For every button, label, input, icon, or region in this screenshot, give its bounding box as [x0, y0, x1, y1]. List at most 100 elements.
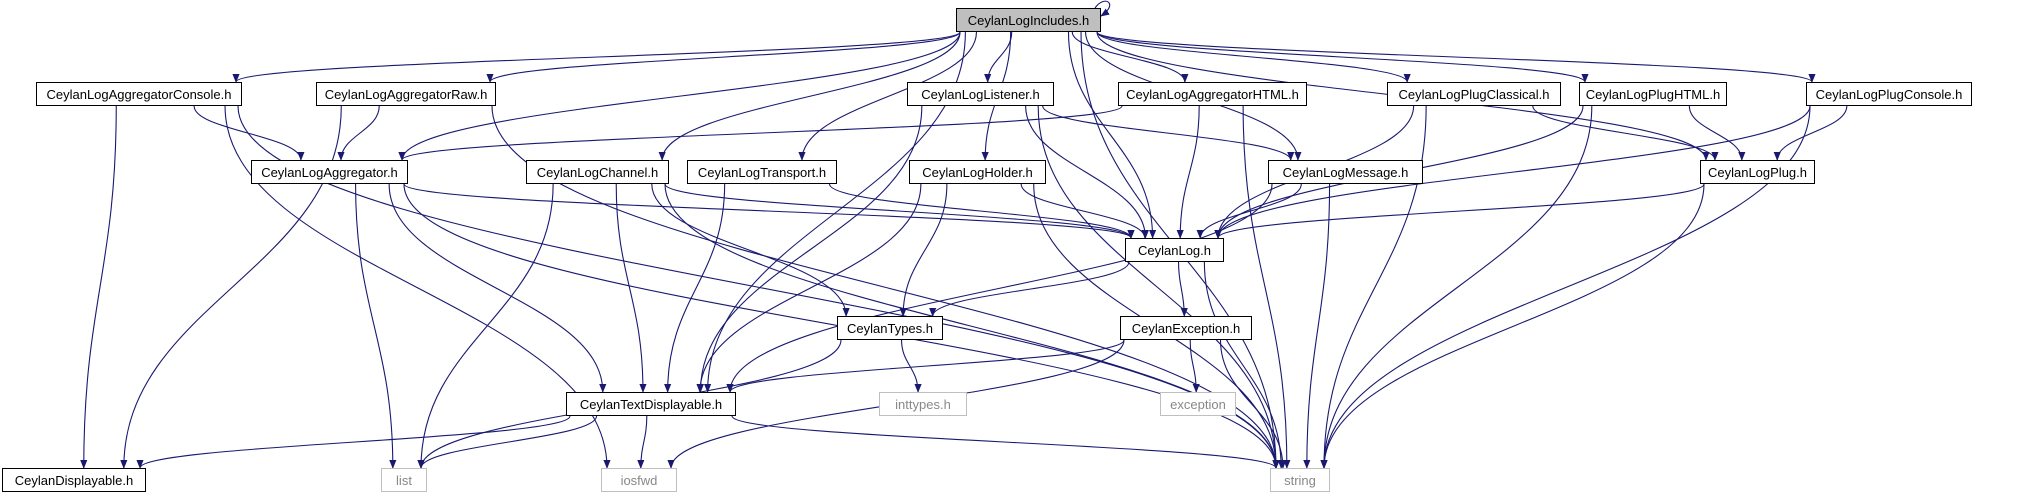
node-label: list [396, 472, 412, 488]
node-label: inttypes.h [895, 396, 951, 412]
node-ceylan-log-holder[interactable]: CeylanLogHolder.h [909, 160, 1046, 184]
edge-root-to-plugConsole [1096, 31, 1816, 83]
node-label: CeylanLog.h [1138, 242, 1211, 258]
node-ceylan-log-aggregator-console[interactable]: CeylanLogAggregatorConsole.h [36, 82, 242, 106]
edge-exception-to-string [1219, 339, 1287, 469]
edge-channel-to-list [417, 183, 554, 469]
node-ceylan-log-transport[interactable]: CeylanLogTransport.h [687, 160, 837, 184]
node-ceylan-log[interactable]: CeylanLog.h [1125, 238, 1224, 262]
node-label: CeylanTypes.h [847, 320, 933, 336]
node-label: CeylanLogAggregatorConsole.h [46, 86, 232, 102]
edge-plug-to-log [1214, 183, 1705, 239]
node-label: CeylanLogHolder.h [922, 164, 1033, 180]
node-label: CeylanLogChannel.h [536, 164, 659, 180]
edge-textDisplayable-to-string [731, 415, 1280, 469]
edge-listener-to-string [1037, 105, 1280, 469]
edge-log-to-exception [1177, 261, 1188, 317]
node-ceylan-log-aggregator-html[interactable]: CeylanLogAggregatorHTML.h [1118, 82, 1307, 106]
edge-plugConsole-to-plug [1773, 105, 1848, 161]
node-label: CeylanLogPlugHTML.h [1585, 86, 1721, 102]
edge-plugHTML-to-plug [1688, 105, 1746, 161]
node-ceylan-types[interactable]: CeylanTypes.h [837, 316, 943, 340]
node-ceylan-log-plug-html[interactable]: CeylanLogPlugHTML.h [1579, 82, 1727, 106]
edge-types-to-inttypes [901, 339, 922, 393]
node-label: CeylanLogAggregatorRaw.h [324, 86, 488, 102]
node-label: CeylanLogAggregatorHTML.h [1126, 86, 1299, 102]
edge-root-to-plugClassical [1096, 31, 1411, 83]
node-string[interactable]: string [1270, 468, 1330, 492]
edge-listener-to-textDisplayable [696, 105, 923, 393]
edge-channel-to-types [651, 183, 850, 317]
edge-transport-to-textDisplayable [664, 183, 726, 393]
edge-root-to-channel [658, 31, 961, 161]
edge-message-to-log [1196, 183, 1302, 239]
edge-listener-to-message [1042, 105, 1295, 161]
edge-textDisplayable-to-displayable [136, 415, 571, 469]
node-label: string [1284, 472, 1316, 488]
node-ceylan-log-message[interactable]: CeylanLogMessage.h [1268, 160, 1423, 184]
node-list[interactable]: list [381, 468, 427, 492]
edge-holder-to-log [1020, 183, 1149, 239]
edge-root-to-aggConsole [232, 31, 961, 83]
edge-plug-to-string [1320, 183, 1705, 469]
node-label: CeylanLogPlugConsole.h [1815, 86, 1963, 102]
node-ceylan-log-plug-classical[interactable]: CeylanLogPlugClassical.h [1387, 82, 1561, 106]
edge-aggregator-to-log [403, 183, 1135, 239]
node-iosfwd[interactable]: iosfwd [601, 468, 677, 492]
edge-aggConsole-to-displayable [80, 105, 117, 469]
edge-channel-to-textDisplayable [615, 183, 647, 393]
node-ceylan-log-plug[interactable]: CeylanLogPlug.h [1700, 160, 1815, 184]
node-label: CeylanLogListener.h [921, 86, 1040, 102]
node-inttypes[interactable]: inttypes.h [879, 392, 967, 416]
edge-message-to-textDisplayable [726, 183, 1273, 393]
node-label: CeylanLogMessage.h [1282, 164, 1409, 180]
node-label: CeylanLogTransport.h [697, 164, 827, 180]
node-label: CeylanDisplayable.h [14, 472, 134, 488]
node-ceylan-log-includes[interactable]: CeylanLogIncludes.h [956, 8, 1101, 32]
node-ceylan-log-channel[interactable]: CeylanLogChannel.h [526, 160, 669, 184]
node-ceylan-log-listener[interactable]: CeylanLogListener.h [907, 82, 1054, 106]
edge-root-to-aggregator [398, 31, 961, 161]
edge-channel-to-string [664, 183, 1280, 469]
node-ceylan-log-aggregator[interactable]: CeylanLogAggregator.h [251, 160, 408, 184]
node-ceylan-text-displayable[interactable]: CeylanTextDisplayable.h [566, 392, 736, 416]
edge-plugConsole-to-log [1214, 105, 1811, 239]
edge-root-to-listener [984, 31, 1013, 83]
edge-aggHTML-to-string [1242, 105, 1291, 469]
node-label: CeylanLogAggregator.h [261, 164, 398, 180]
node-exception-std[interactable]: exception [1160, 392, 1236, 416]
edge-textDisplayable-to-list [417, 415, 598, 469]
node-ceylan-log-aggregator-raw[interactable]: CeylanLogAggregatorRaw.h [316, 82, 496, 106]
edge-aggRaw-to-aggregator [337, 105, 380, 161]
edge-exception-to-exceptionStd [1189, 339, 1200, 393]
node-ceylan-log-plug-console[interactable]: CeylanLogPlugConsole.h [1806, 82, 1972, 106]
node-label: CeylanLogPlug.h [1707, 164, 1808, 180]
node-ceylan-exception[interactable]: CeylanException.h [1120, 316, 1252, 340]
edge-log-to-string [1203, 261, 1285, 469]
edge-exception-to-textDisplayable [726, 339, 1125, 393]
edge-plugHTML-to-string [1320, 105, 1593, 469]
edge-aggregator-to-textDisplayable [388, 183, 607, 393]
node-label: CeylanLogIncludes.h [967, 12, 1090, 28]
node-label: CeylanException.h [1131, 320, 1241, 336]
edge-root-to-aggRaw [486, 31, 961, 83]
node-label: exception [1170, 396, 1226, 412]
node-label: iosfwd [620, 472, 658, 488]
node-ceylan-displayable[interactable]: CeylanDisplayable.h [2, 468, 146, 492]
edge-log-to-types [929, 261, 1130, 317]
edge-root-to-transport [798, 31, 978, 161]
edge-aggregator-to-list [355, 183, 397, 469]
edge-root-to-plugHTML [1096, 31, 1589, 83]
edge-plugClassical-to-plug [1532, 105, 1719, 161]
edge-transport-to-log [828, 183, 1135, 239]
edge-root-to-aggHTML [1071, 31, 1189, 83]
edge-root-to-root [1094, 0, 1111, 17]
edge-textDisplayable-to-iosfwd [637, 415, 648, 469]
edge-holder-to-types [899, 183, 948, 317]
edge-root-to-log [1067, 31, 1157, 239]
edge-message-to-string [1303, 183, 1331, 469]
node-label: CeylanLogPlugClassical.h [1398, 86, 1550, 102]
edge-holder-to-textDisplayable [696, 183, 922, 393]
